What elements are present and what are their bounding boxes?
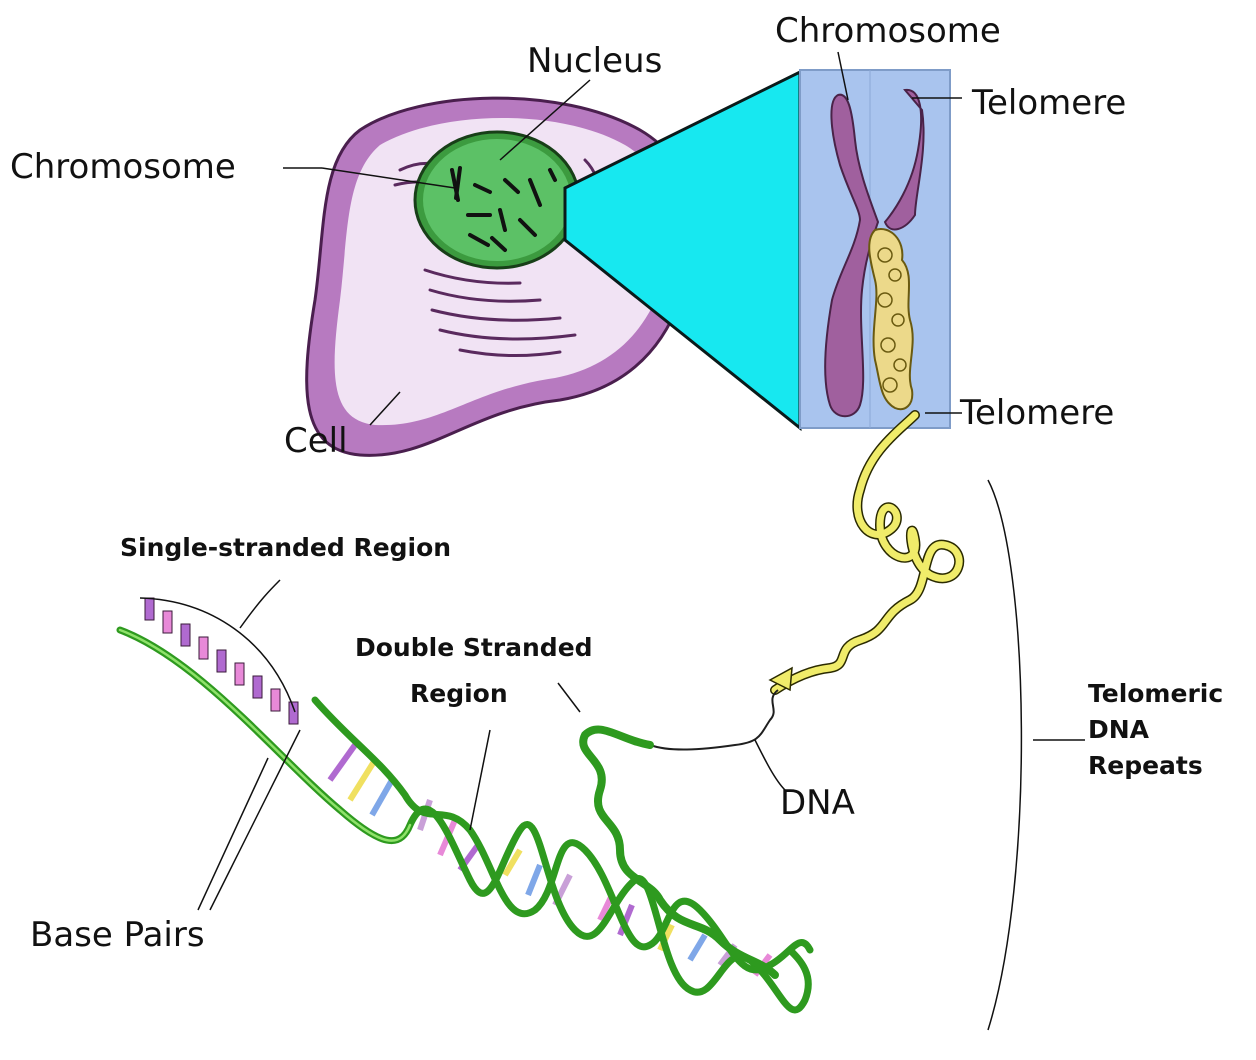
label-base-pairs: Base Pairs (30, 915, 205, 955)
single-strand-base (181, 624, 190, 646)
label-dna: DNA (780, 783, 855, 823)
label-double-stranded-line2: Region (410, 679, 508, 708)
base-pair-rung (528, 865, 540, 895)
dna-compact-helix (583, 730, 775, 975)
single-strand-base (271, 689, 280, 711)
base-pair-rung (372, 780, 392, 815)
single-strand-base (235, 663, 244, 685)
chromosome-panel (800, 70, 950, 428)
dna-link (650, 690, 778, 750)
single-strand-base (163, 611, 172, 633)
label-telomeric-line2: DNA (1088, 715, 1150, 744)
label-telomere-top: Telomere (971, 83, 1126, 123)
label-telomeric-line1: Telomeric (1088, 679, 1223, 708)
telomere-coil (770, 415, 959, 690)
single-strand-base (199, 637, 208, 659)
base-pair-rung (330, 745, 355, 780)
base-pair-rung (350, 760, 375, 800)
label-single-stranded-region: Single-stranded Region (120, 533, 451, 562)
single-strand-base (217, 650, 226, 672)
label-chromosome-top: Chromosome (775, 11, 1001, 51)
label-double-stranded-line1: Double Stranded (355, 633, 593, 662)
single-strand-base (253, 676, 262, 698)
single-strand-base (145, 598, 154, 620)
nucleus (415, 132, 579, 268)
base-pair-rung (690, 935, 705, 960)
single-strand-bases (145, 598, 298, 724)
label-telomeric-line3: Repeats (1088, 751, 1203, 780)
label-nucleus: Nucleus (527, 41, 662, 81)
label-telomere-bottom: Telomere (959, 393, 1114, 433)
label-cell: Cell (284, 421, 348, 461)
dna-strand-b (315, 700, 810, 970)
single-strand-base (289, 702, 298, 724)
label-chromosome-left: Chromosome (10, 147, 236, 187)
